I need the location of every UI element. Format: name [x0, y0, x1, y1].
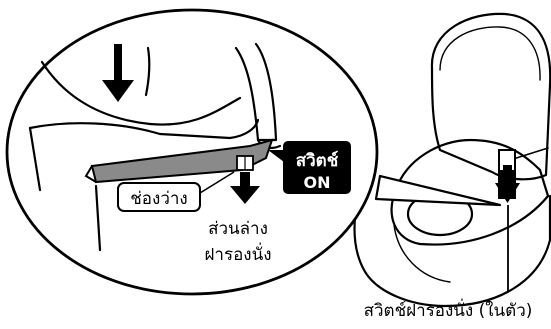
toilet-lid: [430, 12, 551, 181]
magnified-seat-body: [40, 60, 242, 126]
callout-pointer: [374, 174, 502, 207]
switch-callout-pointer: [268, 150, 284, 162]
magnified-lid: [234, 42, 278, 142]
gap-label-box: [117, 182, 201, 212]
switch-on-callout: [283, 141, 351, 194]
toilet-seat: [390, 138, 550, 246]
magnifier-circle: [5, 8, 379, 296]
toilet-illustration: [353, 12, 551, 308]
down-arrow-icon: [102, 44, 134, 102]
magnified-detail: [28, 42, 282, 252]
switch-indicator-icon: [236, 155, 254, 171]
gap-label: ช่องว่าง: [130, 189, 187, 209]
down-arrow-icon: [230, 172, 260, 204]
switch-callout-state: ON: [304, 173, 331, 192]
gap-leader: [199, 171, 235, 194]
switch-callout-title: สวิตช์: [296, 150, 339, 171]
seat-lower-label-line2: ฝารองนั่ง: [204, 242, 271, 265]
builtin-switch-marker: [495, 149, 520, 292]
builtin-switch-label: สวิตช์ฝารองนั่ง (ในตัว): [364, 298, 533, 321]
seat-lower-label-line1: ส่วนล่าง: [208, 219, 268, 239]
toilet-body: [353, 178, 551, 308]
down-arrow-icon: [495, 165, 520, 203]
